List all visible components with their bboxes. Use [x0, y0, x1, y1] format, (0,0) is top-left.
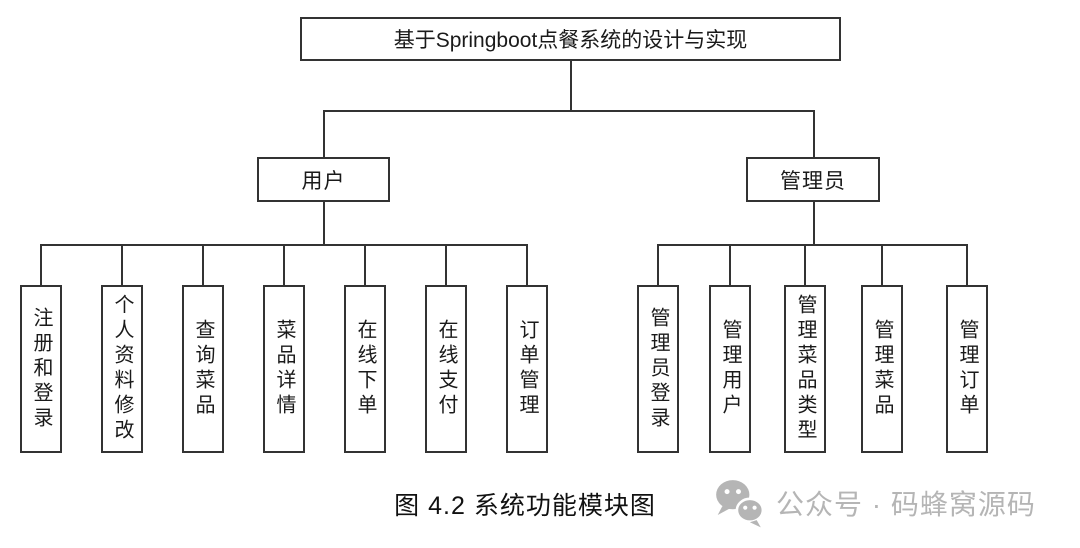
module-label: 管理菜品类型 [794, 294, 816, 444]
branch-label-user: 用户 [301, 169, 346, 193]
connector-admin-bus [657, 244, 968, 246]
module-label: 在线支付 [435, 319, 457, 419]
module-label: 管理订单 [956, 319, 978, 419]
branch-box-admin: 管理员 [746, 157, 880, 202]
module-box-order-manage: 订单管理 [506, 285, 548, 453]
root-title: 基于Springboot点餐系统的设计与实现 [393, 29, 748, 52]
module-box-admin-login: 管理员登录 [637, 285, 679, 453]
module-box-manage-users: 管理用户 [709, 285, 751, 453]
module-label: 管理员登录 [647, 306, 669, 432]
watermark: 公众号 · 码蜂窝源码 [712, 477, 1036, 529]
connector-admin-stem [813, 201, 815, 245]
connector-leaf-drop [445, 245, 447, 286]
figure-caption: 图 4.2 系统功能模块图 [394, 492, 656, 520]
module-label: 个人资料修改 [111, 294, 133, 444]
module-label: 注册和登录 [30, 306, 52, 432]
connector-leaf-drop [526, 245, 528, 286]
connector-leaf-drop [881, 245, 883, 286]
module-label: 管理用户 [719, 319, 741, 419]
module-label: 菜品详情 [273, 319, 295, 419]
wechat-icon [716, 480, 765, 528]
watermark-text: 公众号 · 码蜂窝源码 [776, 489, 1036, 520]
module-box-register-login: 注册和登录 [20, 285, 62, 453]
connector-leaf-drop [283, 245, 285, 286]
module-label: 查询菜品 [192, 319, 214, 419]
connector-leaf-drop [966, 245, 968, 286]
connector-root-stem [570, 61, 572, 110]
module-label: 管理菜品 [871, 319, 893, 419]
module-label: 在线下单 [354, 319, 376, 419]
connector-leaf-drop [40, 245, 42, 286]
connector-leaf-drop [657, 245, 659, 286]
connector-user-drop [323, 110, 325, 157]
connector-leaf-drop [804, 245, 806, 286]
connector-branch-bus [323, 110, 815, 112]
connector-admin-drop [813, 110, 815, 157]
branch-box-user: 用户 [257, 157, 390, 202]
module-box-profile-edit: 个人资料修改 [101, 285, 143, 453]
connector-user-stem [323, 201, 325, 245]
module-label: 订单管理 [516, 319, 538, 419]
connector-leaf-drop [202, 245, 204, 286]
module-box-search-dishes: 查询菜品 [182, 285, 224, 453]
module-box-manage-dish-types: 管理菜品类型 [784, 285, 826, 453]
connector-leaf-drop [729, 245, 731, 286]
module-box-manage-dishes: 管理菜品 [861, 285, 903, 453]
connector-leaf-drop [121, 245, 123, 286]
module-box-manage-orders: 管理订单 [946, 285, 988, 453]
connector-leaf-drop [364, 245, 366, 286]
module-box-online-order: 在线下单 [344, 285, 386, 453]
module-box-dish-details: 菜品详情 [263, 285, 305, 453]
branch-label-admin: 管理员 [780, 169, 846, 193]
module-box-online-pay: 在线支付 [425, 285, 467, 453]
root-box: 基于Springboot点餐系统的设计与实现 [300, 17, 841, 61]
